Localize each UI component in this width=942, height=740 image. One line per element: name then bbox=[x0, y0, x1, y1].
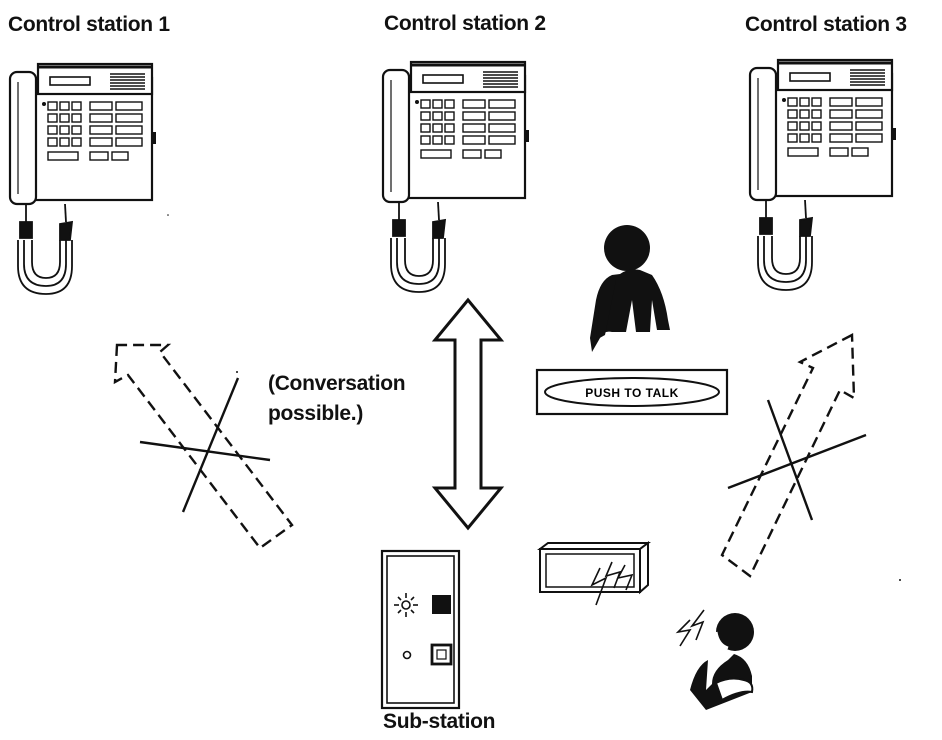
control-station-3-label: Control station 3 bbox=[745, 13, 907, 36]
conversation-double-arrow bbox=[431, 297, 505, 531]
conversation-note: (Conversation possible.) bbox=[268, 369, 406, 429]
control-station-2-label: Control station 2 bbox=[384, 12, 546, 35]
sub-station-label: Sub-station bbox=[383, 710, 496, 733]
call-button bbox=[430, 643, 453, 666]
control-station-2-phone bbox=[381, 60, 531, 294]
sub-station-panel bbox=[380, 549, 461, 710]
caller-person-icon bbox=[675, 609, 754, 710]
blocked-arrow-left bbox=[113, 343, 294, 550]
indicator-light-off-icon bbox=[402, 650, 412, 660]
conversation-line-2: possible.) bbox=[268, 402, 364, 425]
push-to-talk-text: PUSH TO TALK bbox=[585, 386, 679, 400]
control-station-1-label: Control station 1 bbox=[8, 13, 170, 36]
push-to-talk-button: PUSH TO TALK bbox=[535, 368, 729, 416]
blocked-arrow-right bbox=[720, 333, 867, 578]
operator-person-icon bbox=[590, 225, 670, 352]
indicator-light-on-icon bbox=[394, 593, 418, 617]
conversation-line-1: (Conversation bbox=[268, 372, 406, 395]
speaker-box bbox=[537, 541, 651, 606]
call-button-pressed bbox=[432, 595, 451, 614]
control-station-1-phone bbox=[8, 62, 158, 296]
control-station-3-phone bbox=[748, 58, 898, 292]
